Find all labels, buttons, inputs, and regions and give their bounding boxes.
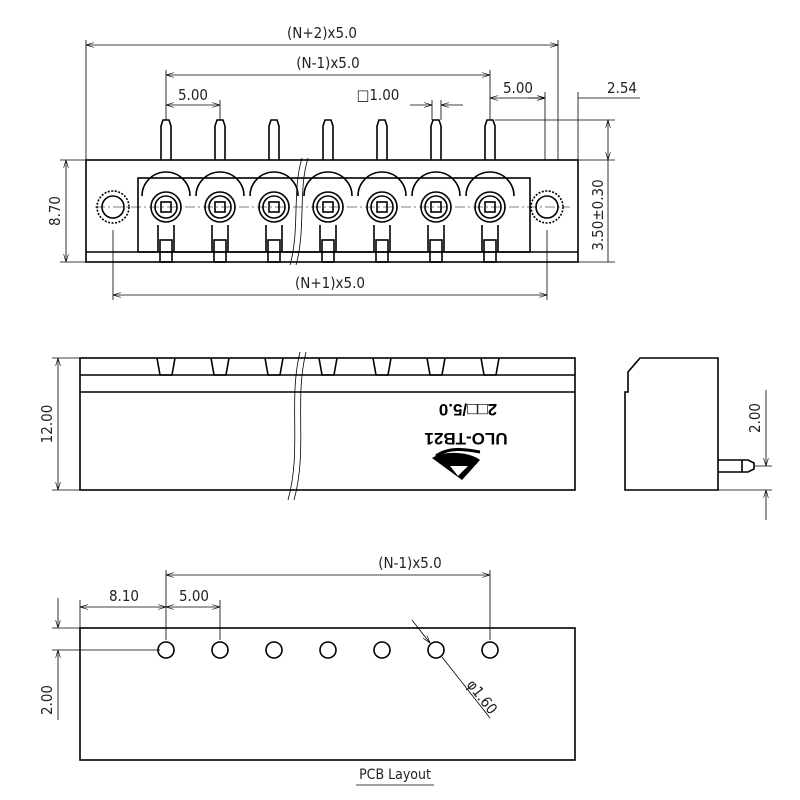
notch-6 bbox=[426, 357, 446, 376]
pcb-hole-2 bbox=[211, 641, 229, 659]
dim-pitch: 5.00 bbox=[178, 86, 208, 104]
notch-4 bbox=[318, 357, 338, 376]
notch-2 bbox=[210, 357, 230, 376]
dim-holes: (N+1)x5.0 bbox=[295, 274, 365, 292]
pcb-hole-6 bbox=[427, 641, 445, 659]
pcb-hole-5 bbox=[373, 641, 391, 659]
pin-1 bbox=[141, 119, 191, 263]
notch-3 bbox=[264, 357, 284, 376]
marking-model: ULO-TB21 bbox=[424, 429, 507, 448]
dim-span: (N-1)x5.0 bbox=[296, 54, 360, 72]
pcb-layout: (N-1)x5.0 8.10 5.00 2.00 φ1.60 PCB Layou… bbox=[38, 554, 576, 786]
dim-pin-square: □1.00 bbox=[357, 86, 400, 104]
pin-5 bbox=[357, 119, 407, 263]
dim-height: 8.70 bbox=[46, 196, 64, 226]
dim-offset: 2.54 bbox=[607, 79, 637, 97]
dim-edge-pitch: 5.00 bbox=[503, 79, 533, 97]
pin-2 bbox=[195, 119, 245, 263]
pcb-layout-title: PCB Layout bbox=[359, 767, 431, 783]
dim-pcb-edge: 8.10 bbox=[109, 587, 139, 605]
dim-pcb-span: (N-1)x5.0 bbox=[378, 554, 442, 572]
side-view: 2.00 bbox=[624, 357, 772, 520]
dim-total: (N+2)x5.0 bbox=[287, 24, 357, 42]
pin-4 bbox=[303, 119, 353, 263]
notch-7 bbox=[480, 357, 500, 376]
pcb-hole-1 bbox=[157, 641, 175, 659]
marking-series: 2□□/5.0 bbox=[439, 400, 497, 419]
dim-pin: 3.50±0.30 bbox=[589, 179, 607, 250]
dim-pcb-pitch: 5.00 bbox=[179, 587, 209, 605]
pcb-hole-7 bbox=[481, 641, 499, 659]
top-view: (N+2)x5.0 (N-1)x5.0 5.00 □1.00 5.00 2.54… bbox=[46, 24, 640, 300]
pcb-hole-4 bbox=[319, 641, 337, 659]
pin-6 bbox=[411, 119, 461, 263]
pcb-hole-3 bbox=[265, 641, 283, 659]
front-view: 12.00 2□□/5.0 ULO-TB21 bbox=[38, 351, 576, 501]
logo-icon bbox=[432, 448, 481, 480]
notch-1 bbox=[156, 357, 176, 376]
pin-3 bbox=[249, 119, 299, 263]
dim-pcb-hole: φ1.60 bbox=[463, 676, 501, 718]
pin-7 bbox=[465, 119, 515, 263]
notch-5 bbox=[372, 357, 392, 376]
dim-pcb-row: 2.00 bbox=[38, 685, 56, 715]
dim-pin-offset: 2.00 bbox=[746, 403, 764, 433]
dim-front-height: 12.00 bbox=[38, 405, 56, 444]
